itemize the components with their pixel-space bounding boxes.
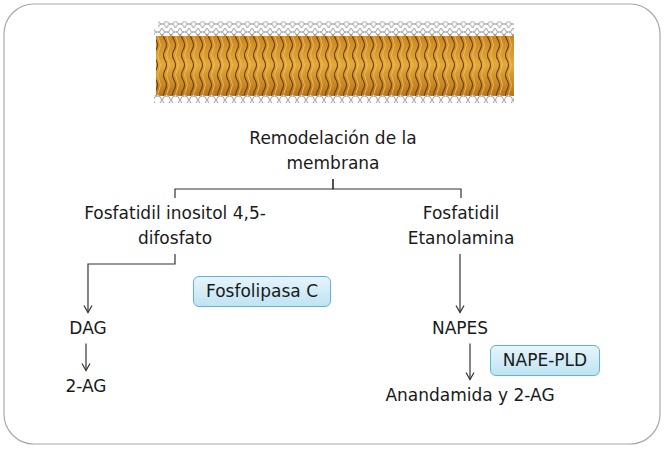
bracket-line [175,179,333,198]
enzyme-box: Fosfolipasa C [193,276,331,307]
node-text: NAPES [432,316,488,341]
enzyme-box: NAPE-PLD [490,345,600,376]
node-text: Fosfatidil inositol 4,5- difosfato [72,201,279,251]
bracket-line [333,179,461,198]
lipid-bilayer [154,21,514,103]
node-text: DAG [69,316,106,341]
intermediate-label: NAPES [428,316,492,341]
node-text: NAPE-PLD [503,348,587,373]
flow-arrow [85,344,86,371]
node-text: 2-AG [65,374,106,399]
node-text: Fosfolipasa C [206,279,318,304]
node-text: Remodelación de la membrana [222,126,444,176]
substrate-label: Fosfatidil Etanolamina [386,201,536,251]
substrate-label: Fosfatidil inositol 4,5- difosfato [68,201,283,251]
node-text: Fosfatidil Etanolamina [390,201,532,251]
flow-arrow [459,254,460,313]
product-label: Anandamida y 2-AG [381,383,558,408]
flow-arrow [88,254,175,313]
flow-arrow [469,344,470,380]
membrane-label: Remodelación de la membrana [218,126,448,176]
node-text: Anandamida y 2-AG [385,383,554,408]
outer-frame [4,4,660,444]
product-label: 2-AG [61,374,110,399]
intermediate-label: DAG [65,316,110,341]
